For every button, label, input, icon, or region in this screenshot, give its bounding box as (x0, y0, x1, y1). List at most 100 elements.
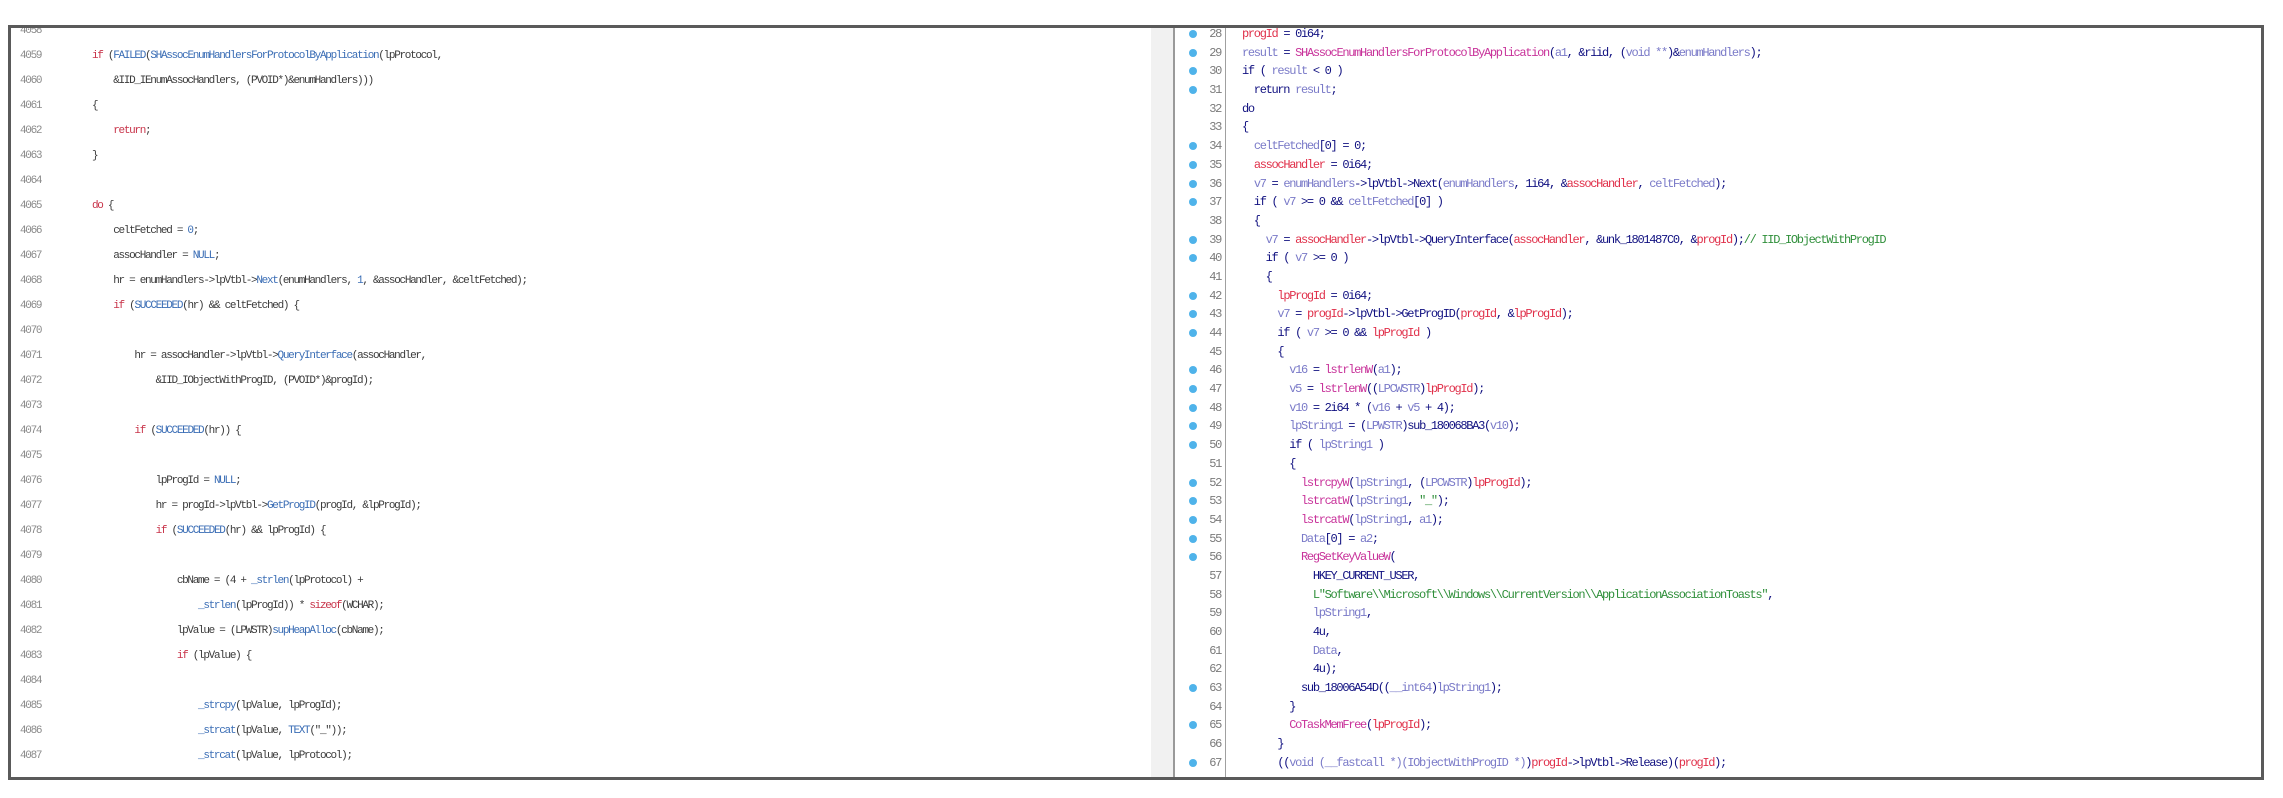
pseudocode-line[interactable]: 33{ (1175, 118, 1885, 137)
pseudocode-line[interactable]: 38 { (1175, 212, 1885, 231)
pseudocode-line[interactable]: 53 lstrcatW(lpString1, "_"); (1175, 492, 1885, 511)
breakpoint-dot-icon[interactable] (1189, 160, 1197, 169)
code-line[interactable]: 4086 _strcat(lpValue, TEXT("_")); (11, 719, 527, 744)
pseudocode-line[interactable]: 61 Data, (1175, 642, 1885, 661)
breakpoint-dot-icon[interactable] (1189, 198, 1197, 207)
breakpoint-slot[interactable] (1175, 754, 1199, 773)
pseudocode-line[interactable]: 50 if ( lpString1 ) (1175, 436, 1885, 455)
code-line[interactable]: 4074 if (SUCCEEDED(hr)) { (11, 419, 527, 444)
code-line[interactable]: 4060 &IID_IEnumAssocHandlers, (PVOID*)&e… (11, 69, 527, 94)
breakpoint-slot[interactable] (1175, 249, 1199, 268)
breakpoint-dot-icon[interactable] (1189, 310, 1197, 319)
code-line[interactable]: 4068 hr = enumHandlers->lpVtbl->Next(enu… (11, 269, 528, 294)
breakpoint-slot[interactable] (1175, 231, 1199, 250)
breakpoint-dot-icon[interactable] (1189, 179, 1197, 188)
code-line[interactable]: 4058 (11, 28, 527, 44)
breakpoint-dot-icon[interactable] (1189, 721, 1197, 730)
breakpoint-slot[interactable] (1175, 212, 1199, 231)
pseudocode-line[interactable]: 65 CoTaskMemFree(lpProgId); (1175, 716, 1885, 735)
breakpoint-dot-icon[interactable] (1189, 142, 1197, 151)
breakpoint-dot-icon[interactable] (1189, 254, 1197, 263)
pseudocode-line[interactable]: 66 } (1175, 735, 1885, 754)
pseudocode-line[interactable]: 31 return result; (1175, 81, 1885, 100)
pseudocode-line[interactable]: 43 v7 = progId->lpVtbl->GetProgID(progId… (1175, 305, 1885, 324)
breakpoint-slot[interactable] (1175, 193, 1199, 212)
pseudocode-line[interactable]: 42 lpProgId = 0i64; (1175, 287, 1885, 306)
pseudocode-line[interactable]: 55 Data[0] = a2; (1175, 530, 1885, 549)
breakpoint-dot-icon[interactable] (1189, 758, 1197, 767)
breakpoint-slot[interactable] (1175, 455, 1199, 474)
breakpoint-slot[interactable] (1175, 118, 1199, 137)
breakpoint-slot[interactable] (1175, 287, 1199, 306)
pseudocode-line[interactable]: 44 if ( v7 >= 0 && lpProgId ) (1175, 324, 1885, 343)
pseudocode-line[interactable]: 39 v7 = assocHandler->lpVtbl->QueryInter… (1175, 231, 1887, 250)
pseudocode-line[interactable]: 41 { (1175, 268, 1885, 287)
breakpoint-slot[interactable] (1175, 511, 1199, 530)
breakpoint-slot[interactable] (1175, 642, 1199, 661)
breakpoint-slot[interactable] (1175, 735, 1199, 754)
code-line[interactable]: 4081 _strlen(lpProgId)) * sizeof(WCHAR); (11, 594, 527, 619)
code-line[interactable]: 4085 _strcpy(lpValue, lpProgId); (11, 694, 527, 719)
code-line[interactable]: 4077 hr = progId->lpVtbl->GetProgID(prog… (11, 494, 527, 519)
breakpoint-dot-icon[interactable] (1189, 86, 1197, 95)
breakpoint-dot-icon[interactable] (1189, 534, 1197, 543)
breakpoint-dot-icon[interactable] (1189, 497, 1197, 506)
pseudocode-line[interactable]: 56 RegSetKeyValueW( (1175, 548, 1885, 567)
breakpoint-slot[interactable] (1175, 380, 1199, 399)
pseudocode-line[interactable]: 34 celtFetched[0] = 0; (1175, 137, 1885, 156)
code-line[interactable]: 4070 (11, 319, 527, 344)
breakpoint-slot[interactable] (1175, 716, 1199, 735)
code-line[interactable]: 4080 cbName = (4 + _strlen(lpProtocol) + (11, 569, 527, 594)
code-line[interactable]: 4072 &IID_IObjectWithProgID, (PVOID*)&pr… (11, 369, 527, 394)
breakpoint-dot-icon[interactable] (1189, 30, 1197, 38)
code-line[interactable]: 4078 if (SUCCEEDED(hr) && lpProgId) { (11, 519, 527, 544)
pseudocode-line[interactable]: 64 } (1175, 698, 1885, 717)
breakpoint-dot-icon[interactable] (1189, 48, 1197, 57)
breakpoint-dot-icon[interactable] (1189, 403, 1197, 412)
code-line[interactable]: 4069 if (SUCCEEDED(hr) && celtFetched) { (11, 294, 527, 319)
breakpoint-slot[interactable] (1175, 62, 1199, 81)
pseudocode-line[interactable]: 37 if ( v7 >= 0 && celtFetched[0] ) (1175, 193, 1885, 212)
pseudocode-line[interactable]: 54 lstrcatW(lpString1, a1); (1175, 511, 1885, 530)
breakpoint-dot-icon[interactable] (1189, 422, 1197, 431)
pseudocode-line[interactable]: 59 lpString1, (1175, 604, 1885, 623)
pseudocode-line[interactable]: 63 sub_18006A54D((__int64)lpString1); (1175, 679, 1885, 698)
code-line[interactable]: 4082 lpValue = (LPWSTR)supHeapAlloc(cbNa… (11, 619, 527, 644)
pseudocode-line[interactable]: 57 HKEY_CURRENT_USER, (1175, 567, 1885, 586)
breakpoint-dot-icon[interactable] (1189, 478, 1197, 487)
breakpoint-slot[interactable] (1175, 436, 1199, 455)
breakpoint-slot[interactable] (1175, 586, 1199, 605)
code-line[interactable]: 4061{ (11, 94, 527, 119)
breakpoint-slot[interactable] (1175, 417, 1199, 436)
breakpoint-slot[interactable] (1175, 100, 1199, 119)
pseudocode-line[interactable]: 48 v10 = 2i64 * (v16 + v5 + 4); (1175, 399, 1885, 418)
breakpoint-slot[interactable] (1175, 44, 1199, 63)
pseudocode-line[interactable]: 40 if ( v7 >= 0 ) (1175, 249, 1885, 268)
pseudocode-line[interactable]: 60 4u, (1175, 623, 1885, 642)
breakpoint-slot[interactable] (1175, 137, 1199, 156)
scrollbar-track[interactable] (1151, 28, 1173, 777)
code-line[interactable]: 4076 lpProgId = NULL; (11, 469, 527, 494)
breakpoint-slot[interactable] (1175, 492, 1199, 511)
pseudocode-line[interactable]: 49 lpString1 = (LPWSTR)sub_180068BA3(v10… (1175, 417, 1885, 436)
pseudocode-line[interactable]: 46 v16 = lstrlenW(a1); (1175, 361, 1885, 380)
breakpoint-dot-icon[interactable] (1189, 385, 1197, 394)
breakpoint-slot[interactable] (1175, 175, 1199, 194)
pseudocode-line[interactable]: 58 L"Software\\Microsoft\\Windows\\Curre… (1175, 586, 1885, 605)
breakpoint-slot[interactable] (1175, 399, 1199, 418)
code-line[interactable]: 4087 _strcat(lpValue, lpProtocol); (11, 744, 527, 769)
pseudocode-line[interactable]: 36 v7 = enumHandlers->lpVtbl->Next(enumH… (1175, 175, 1885, 194)
code-line[interactable]: 4071 hr = assocHandler->lpVtbl->QueryInt… (11, 344, 527, 369)
breakpoint-slot[interactable] (1175, 623, 1199, 642)
breakpoint-slot[interactable] (1175, 660, 1199, 679)
breakpoint-dot-icon[interactable] (1189, 67, 1197, 76)
breakpoint-dot-icon[interactable] (1189, 684, 1197, 693)
breakpoint-dot-icon[interactable] (1189, 329, 1197, 337)
breakpoint-slot[interactable] (1175, 679, 1199, 698)
